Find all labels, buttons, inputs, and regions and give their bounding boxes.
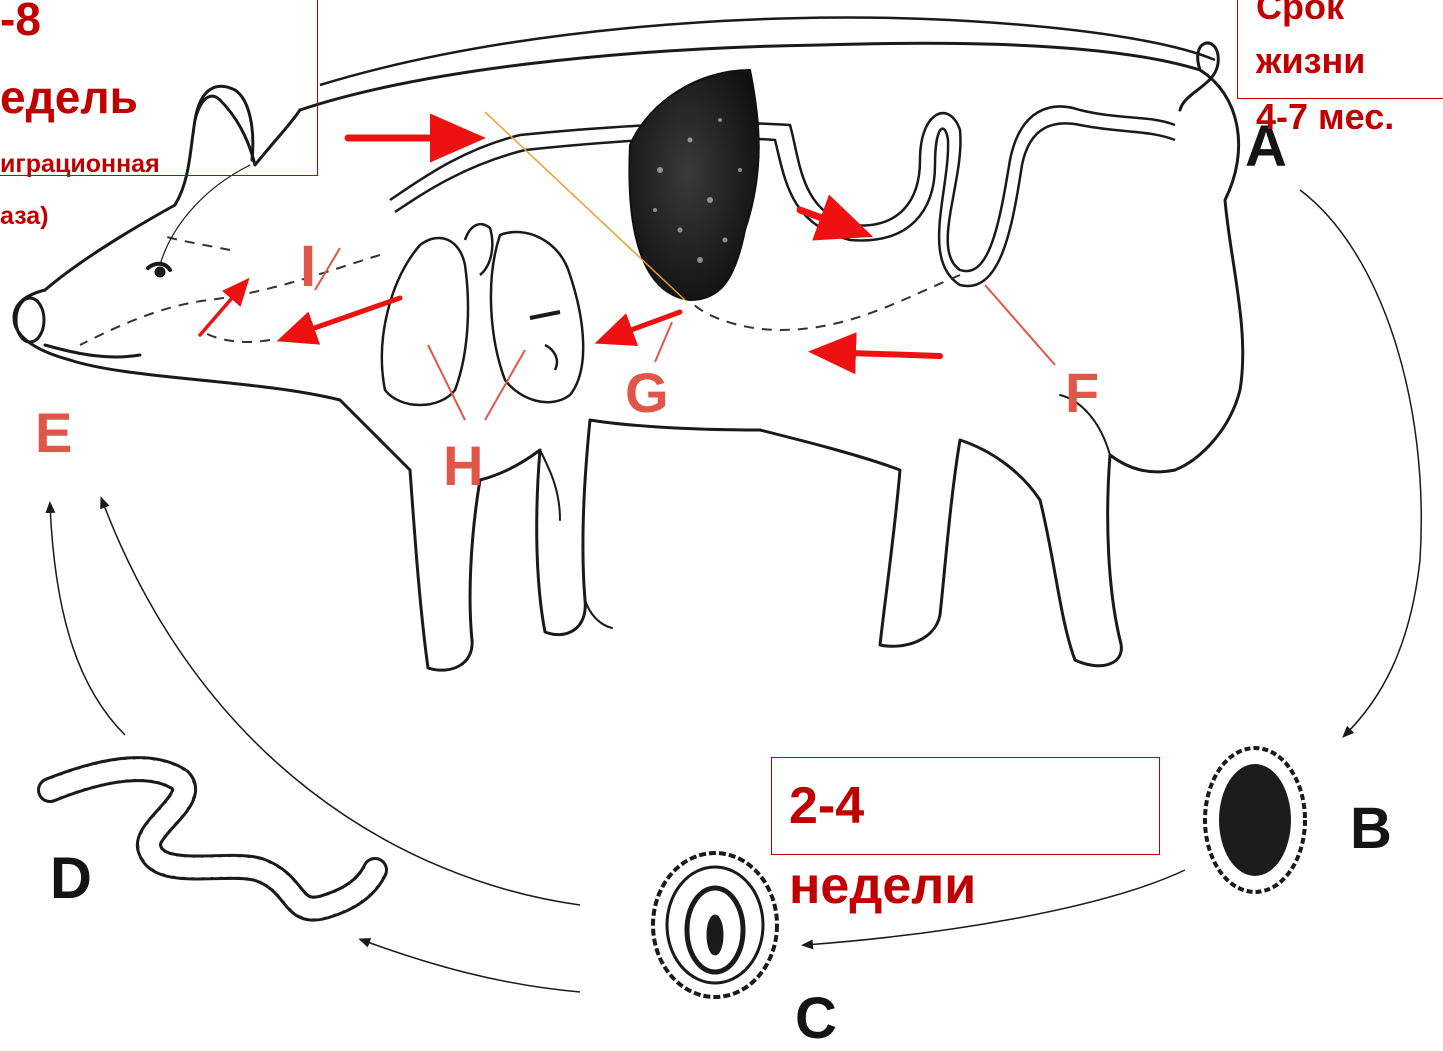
label-h: H xyxy=(443,438,483,494)
top-right-line3: 4-7 мес. xyxy=(1256,96,1394,138)
lungs xyxy=(382,224,583,405)
top-left-line3: играционная xyxy=(0,150,160,179)
top-right-line1: Срок xyxy=(1256,0,1344,28)
top-left-line1: -8 xyxy=(0,0,41,46)
label-d: D xyxy=(50,850,92,908)
red-arrow-3 xyxy=(820,352,940,356)
dashed-route xyxy=(80,235,960,345)
larva-d xyxy=(50,769,375,909)
pig-mouth xyxy=(45,345,140,357)
red-arrow-2 xyxy=(800,210,860,232)
top-left-line4: аза) xyxy=(0,202,49,231)
label-f: F xyxy=(1065,365,1099,421)
red-arrow-6 xyxy=(200,283,245,335)
egg-b xyxy=(1205,748,1305,892)
label-g: G xyxy=(625,365,669,421)
pig-snout xyxy=(16,298,44,342)
label-c: C xyxy=(795,990,837,1048)
top-left-line2: едель xyxy=(0,70,138,124)
label-b: B xyxy=(1350,800,1392,858)
top-right-line2: жизни xyxy=(1256,40,1365,82)
label-i: I xyxy=(300,238,316,296)
label-e: E xyxy=(35,405,72,461)
egg-c xyxy=(653,853,777,997)
bottom-line2: недели xyxy=(789,856,976,916)
bottom-line1: 2-4 xyxy=(789,776,864,836)
red-arrow-4 xyxy=(604,312,680,340)
